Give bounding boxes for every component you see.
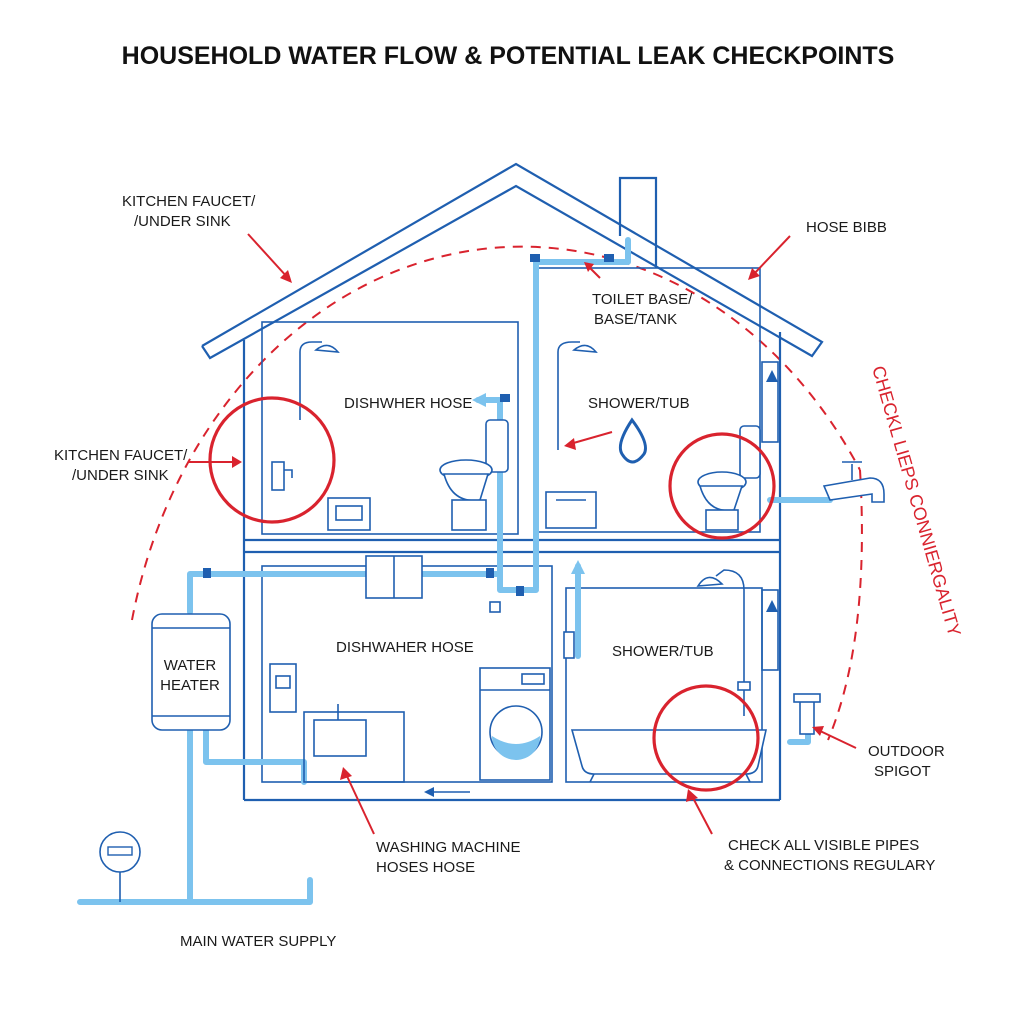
label-kitchen-top-2: /UNDER SINK <box>134 213 231 230</box>
sink-icon <box>327 497 371 531</box>
valve <box>489 601 501 613</box>
label-toilet-base-2: BASE/TANK <box>594 311 677 328</box>
pointer-arrows <box>188 233 857 835</box>
label-dishwasher-upper: DISHWHER HOSE <box>344 395 472 412</box>
valve <box>563 631 575 659</box>
water-meter-icon <box>99 831 141 902</box>
washing-machine-icon <box>479 667 551 781</box>
label-main-supply: MAIN WATER SUPPLY <box>180 933 336 950</box>
label-toilet-base-1: TOILET BASE/ <box>592 291 693 308</box>
toilet-icon <box>439 419 509 531</box>
faucet-icon <box>822 461 885 503</box>
faucet-icon <box>793 693 821 735</box>
label-shower-lower: SHOWER/TUB <box>612 643 714 660</box>
faucet-icon <box>269 663 297 713</box>
dishwasher-icon <box>365 555 423 599</box>
water-drop-icon <box>618 417 647 464</box>
house-outline <box>201 162 824 802</box>
labels: KITCHEN FAUCET/ /UNDER SINK KITCHEN FAUC… <box>54 193 945 950</box>
leak-check-boundary-lower <box>827 469 863 741</box>
leak-circle-kitchen <box>208 396 336 524</box>
water-heater-label-2: HEATER <box>160 677 220 694</box>
pipe-joints <box>203 254 614 596</box>
faucet-icon <box>271 461 293 491</box>
label-outdoor-1: OUTDOOR <box>868 743 945 760</box>
water-pipes <box>77 237 833 905</box>
shower-icon <box>696 569 751 716</box>
bathtub-icon <box>570 729 767 783</box>
sink-icon <box>303 704 405 783</box>
dishwasher-icon <box>545 491 597 529</box>
label-shower-upper: SHOWER/TUB <box>588 395 690 412</box>
water-heater: WATER HEATER <box>151 613 231 731</box>
label-check-2: & CONNECTIONS REGULARY <box>724 857 935 874</box>
label-check-1: CHECK ALL VISIBLE PIPES <box>728 837 919 854</box>
toilet-icon <box>697 425 761 531</box>
leak-circle-toilet <box>668 432 776 540</box>
label-dishwasher-lower: DISHWAHER HOSE <box>336 639 474 656</box>
flow-arrows <box>424 370 778 797</box>
label-washing-1: WASHING MACHINE <box>376 839 520 856</box>
shower-icon <box>299 341 340 420</box>
label-kitchen-left-2: /UNDER SINK <box>72 467 169 484</box>
page-title: HOUSEHOLD WATER FLOW & POTENTIAL LEAK CH… <box>122 42 895 70</box>
label-outdoor-2: SPIGOT <box>874 763 931 780</box>
leak-circle-tub <box>652 684 760 792</box>
label-kitchen-top-1: KITCHEN FAUCET/ <box>122 193 256 210</box>
leak-checkpoints <box>208 396 776 792</box>
water-heater-label-1: WATER <box>164 657 217 674</box>
label-kitchen-left-1: KITCHEN FAUCET/ <box>54 447 188 464</box>
label-hose-bibb: HOSE BIBB <box>806 219 887 236</box>
label-washing-2: HOSES HOSE <box>376 859 475 876</box>
shower-icon <box>557 341 598 450</box>
